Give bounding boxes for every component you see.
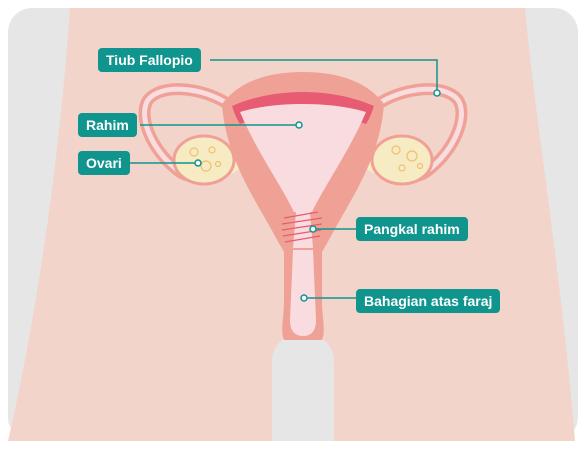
ovary-left xyxy=(174,136,234,184)
label-fallopian-tube: Tiub Fallopio xyxy=(98,48,201,72)
label-cervix: Pangkal rahim xyxy=(356,217,468,241)
leader-dot-pangkal xyxy=(310,226,316,232)
label-ovary: Ovari xyxy=(78,151,130,175)
upper-vagina xyxy=(290,250,316,336)
leader-dot-rahim xyxy=(296,122,302,128)
label-uterus: Rahim xyxy=(78,113,137,137)
leader-dot-faraj xyxy=(301,295,307,301)
leader-dot-ovari xyxy=(195,160,201,166)
ovary-right xyxy=(372,136,432,184)
leader-dot-tiub xyxy=(434,90,440,96)
label-upper-vagina: Bahagian atas faraj xyxy=(356,289,500,313)
vaginal-opening xyxy=(272,334,334,441)
